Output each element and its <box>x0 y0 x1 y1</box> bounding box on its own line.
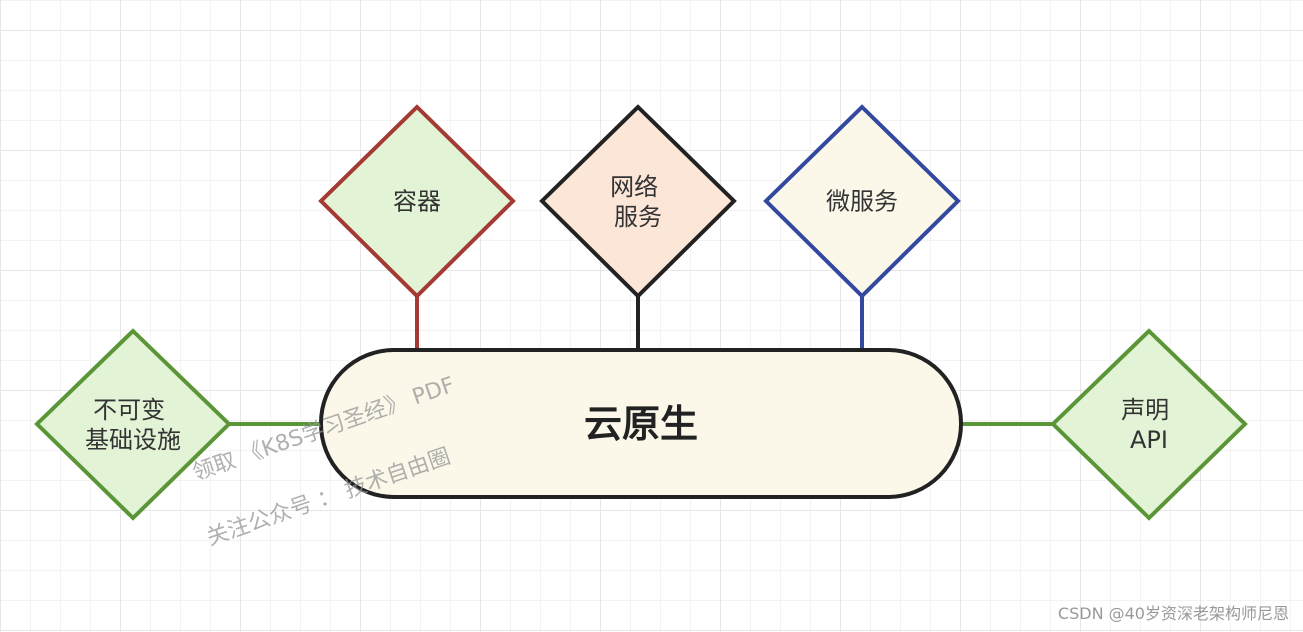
core-node-label: 云原生 <box>584 402 698 446</box>
node-containers <box>318 104 516 299</box>
node-immutable-infrastructure <box>34 328 232 521</box>
node-service-mesh-label: 网络 服务 <box>610 173 666 231</box>
node-declarative-api <box>1050 328 1248 521</box>
core-node-cloud-native <box>319 348 963 499</box>
node-containers-label: 容器 <box>393 187 441 215</box>
node-service-mesh <box>539 104 737 299</box>
credit-text: CSDN @40岁资深老架构师尼恩 <box>1057 604 1289 623</box>
node-declarative-api-label: 声明 API <box>1121 396 1177 454</box>
node-immutable-infrastructure-label: 不可变 基础设施 <box>85 396 181 454</box>
node-microservices <box>763 104 961 299</box>
node-microservices-label: 微服务 <box>826 187 898 215</box>
